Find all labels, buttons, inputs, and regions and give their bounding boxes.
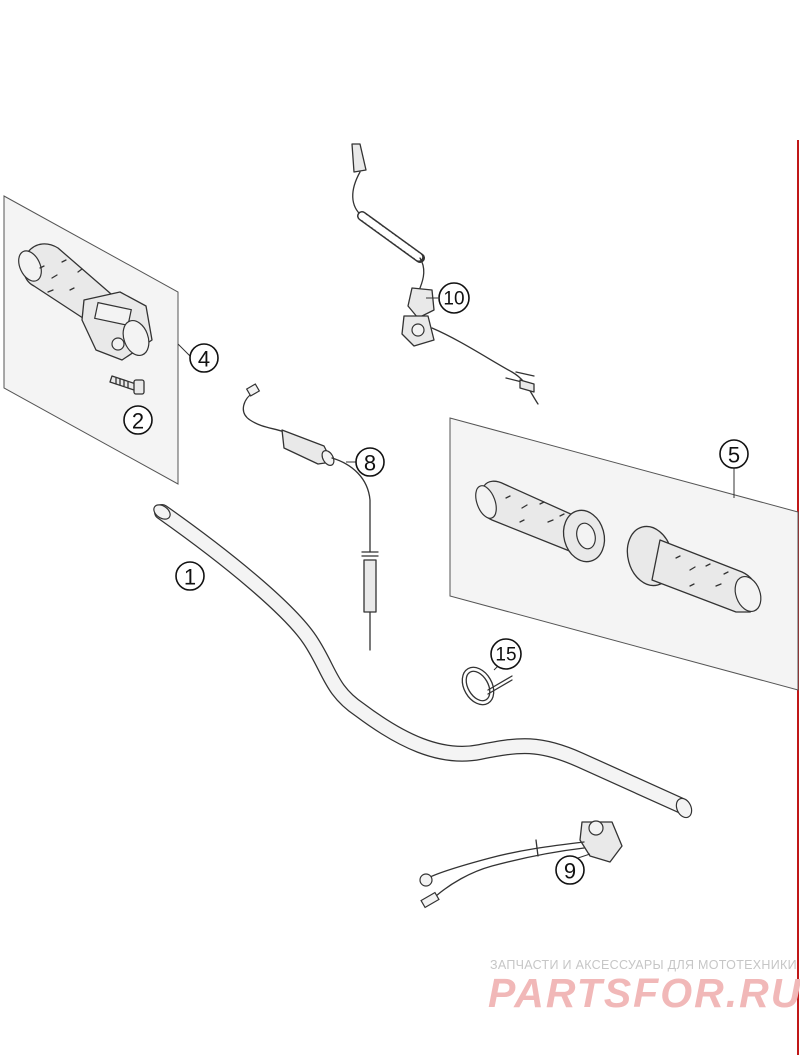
callout-2-label: 2 (132, 409, 144, 434)
callout-15: 15 (490, 638, 522, 670)
callout-2: 2 (123, 405, 153, 435)
grip-left (475, 480, 606, 563)
callout-9-label: 9 (564, 859, 576, 884)
watermark-logo: PARTSFOR.RU (488, 970, 800, 1016)
short-circuit-cable (419, 820, 623, 909)
handlebar (153, 504, 693, 819)
screw (109, 375, 145, 395)
callout-9: 9 (555, 855, 585, 885)
throttle-grip (18, 243, 153, 361)
callout-5-label: 5 (728, 443, 740, 468)
leader-9 (577, 853, 591, 859)
panel-grips (449, 417, 799, 691)
callout-4: 4 (189, 343, 219, 373)
cable-tie (461, 666, 513, 706)
throttle-cable (242, 383, 379, 651)
callout-1: 1 (175, 561, 205, 591)
callout-15-label: 15 (495, 645, 516, 666)
callout-8-label: 8 (364, 451, 376, 476)
callout-1-label: 1 (184, 565, 196, 590)
callout-5: 5 (719, 439, 749, 469)
callout-4-label: 4 (198, 347, 210, 372)
leader-4 (177, 343, 191, 357)
grip-right (626, 525, 762, 613)
watermark-tagline: ЗАПЧАСТИ И АКСЕССУАРЫ ДЛЯ МОТОТЕХНИКИ (490, 958, 797, 972)
callout-10-label: 10 (443, 289, 464, 310)
callout-8: 8 (355, 447, 385, 477)
callout-10: 10 (438, 282, 470, 314)
kill-switch-lanyard (351, 143, 539, 405)
